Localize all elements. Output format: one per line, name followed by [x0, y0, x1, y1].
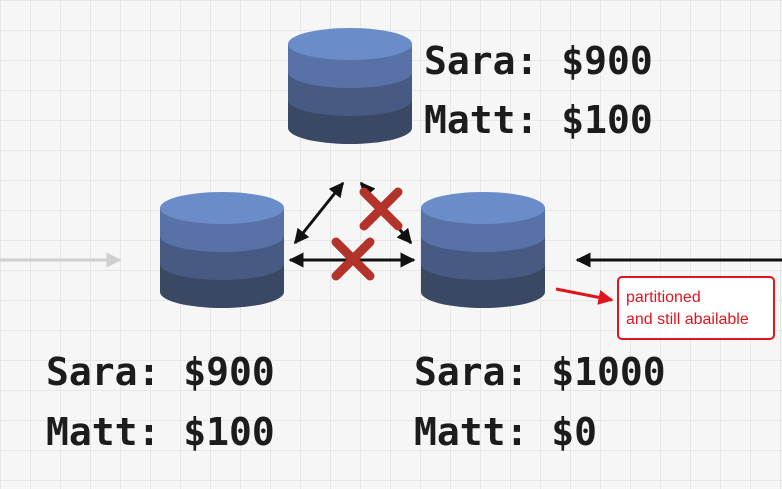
- partition-annotation-box: partitioned and still abailable: [617, 276, 775, 340]
- annotation-line-2: and still abailable: [626, 311, 749, 328]
- left-node-sara-balance: Sara: $900: [46, 350, 275, 394]
- left-node-matt-balance: Matt: $100: [46, 410, 275, 454]
- database-icon-left: [160, 192, 284, 308]
- top-node-sara-balance: Sara: $900: [424, 39, 653, 83]
- right-node-sara-balance: Sara: $1000: [414, 350, 666, 394]
- database-icon-top: [288, 28, 412, 144]
- database-icon-right: [421, 192, 545, 308]
- top-node-matt-balance: Matt: $100: [424, 98, 653, 142]
- annotation-line-1: partitioned: [626, 289, 701, 306]
- right-node-matt-balance: Matt: $0: [414, 410, 598, 454]
- cross-icon-left-right: [331, 237, 375, 281]
- double-arrow-icon-left-top: [293, 181, 345, 245]
- cross-icon-top-right: [359, 187, 403, 231]
- annotation-arrow-icon: [555, 287, 614, 305]
